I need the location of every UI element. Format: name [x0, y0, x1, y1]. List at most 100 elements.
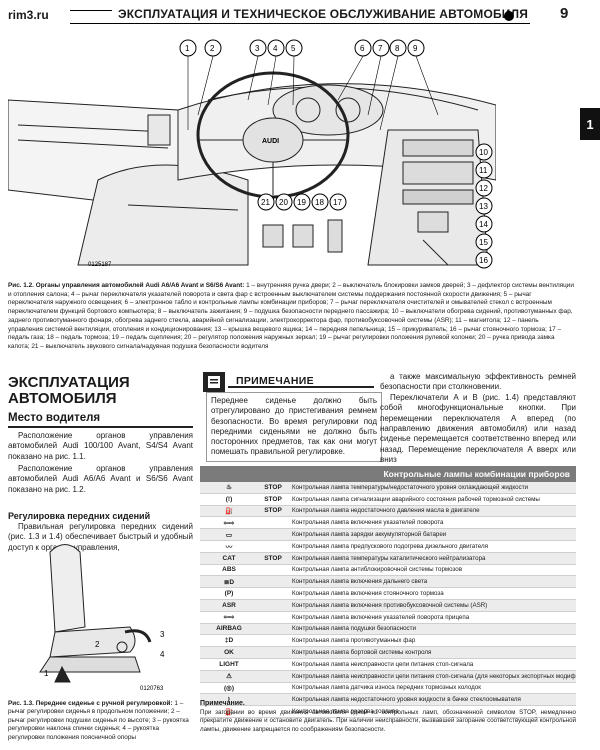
svg-text:18: 18 — [315, 198, 324, 207]
table-row: LIGHT Контрольная лампа неисправности цеп… — [200, 659, 576, 671]
svg-text:12: 12 — [479, 184, 488, 193]
seat-figure-caption: Рис. 1.3. Переднее сиденье с ручной регу… — [8, 700, 193, 742]
lamp-symbol-icon: ABS — [222, 566, 236, 574]
callout-12: 12 — [475, 179, 493, 197]
callout-4: 4 — [267, 39, 285, 106]
lamp-description: Контрольная лампа подушки безопасности — [292, 625, 416, 633]
lamp-symbol-icon: ⌇ — [227, 696, 231, 704]
lamp-description: Контрольная лампа включения противобуксо… — [292, 601, 488, 609]
callout-13: 13 — [475, 197, 493, 215]
seat-figure-caption-title: Рис. 1.3. Переднее сиденье с ручной регу… — [8, 700, 173, 707]
table-row: ⚠Контрольная лампа неисправности цепи пи… — [200, 670, 576, 683]
table-row: (P) Контрольная лампа включения стояночно… — [200, 588, 576, 600]
note-body: Переднее сиденье должно быть отрегулиров… — [206, 392, 382, 462]
right-column-text: а также максимальную эффективность ремне… — [380, 372, 576, 466]
stop-label: STOP — [264, 483, 282, 491]
seat-illustration: 1 2 3 4 0120763 — [39, 544, 165, 692]
lamp-description: Контрольная лампа резерва топлива — [292, 708, 399, 716]
seat-figure-code: 0120763 — [140, 686, 164, 692]
lamp-symbol-icon: 〰 — [225, 544, 233, 552]
lamps-table-title: Контрольные лампы комбинации приборов — [200, 466, 576, 482]
callout-2: 2 — [197, 39, 222, 116]
callout-14: 14 — [475, 215, 493, 233]
svg-text:10: 10 — [479, 148, 488, 157]
stop-label: STOP — [264, 554, 282, 562]
lamp-description: Контрольная лампа температуры каталитиче… — [292, 554, 486, 562]
seat-callout-2: 2 — [95, 640, 100, 649]
lamp-description: Контрольная лампа недостаточного давлени… — [292, 507, 480, 515]
lamp-symbol-icon: ♨ — [226, 484, 232, 492]
table-row: ABS Контрольная лампа антиблокировочной с… — [200, 565, 576, 577]
lamp-description: Контрольная лампа антиблокировочной сист… — [292, 566, 463, 574]
callout-16: 16 — [475, 251, 493, 269]
figure-caption: Рис. 1.2. Органы управления автомобилей … — [8, 282, 574, 352]
paragraph-2: Расположение органов управления автомоби… — [8, 464, 193, 494]
seat-callout-1: 1 — [44, 669, 49, 678]
right-paragraph-1: а также максимальную эффективность ремне… — [380, 372, 576, 392]
callout-11: 11 — [475, 161, 493, 179]
lamp-symbol-icon: (!) — [225, 495, 233, 503]
table-row: (◎) Контрольная лампа датчика износа пере… — [200, 683, 576, 695]
lamp-symbol-icon: ⇦⇨ — [223, 519, 235, 527]
svg-text:21: 21 — [261, 198, 270, 207]
callout-5: 5 — [285, 39, 303, 106]
section-title: ЭКСПЛУАТАЦИЯ АВТОМОБИЛЯ — [8, 374, 130, 407]
svg-text:7: 7 — [378, 44, 383, 53]
lamp-description: Контрольная лампа сигнализации аварийног… — [292, 495, 540, 503]
lamps-table-body: ♨ STOP Контрольная лампа температуры/недос… — [200, 482, 576, 718]
lamp-symbol-icon: (P) — [224, 590, 234, 598]
lamp-description: Контрольная лампа датчика износа передни… — [292, 684, 481, 692]
lamp-symbol-icon: LIGHT — [219, 660, 239, 668]
site-name: rim3.ru — [8, 8, 49, 22]
page-number: 9 — [560, 5, 569, 22]
lamp-symbol-icon: AIRBAG — [216, 625, 242, 633]
lamp-symbol-icon: OK — [224, 649, 234, 657]
footnote-text: При загорании во время движения автомоби… — [200, 709, 576, 733]
seat-callout-3: 3 — [160, 630, 165, 639]
running-header-title: ЭКСПЛУАТАЦИЯ И ТЕХНИЧЕСКОЕ ОБСЛУЖИВАНИЕ … — [112, 7, 535, 21]
note-title: ПРИМЕЧАНИЕ — [236, 375, 314, 387]
callout-3: 3 — [247, 39, 267, 101]
callout-19: 19 — [293, 193, 311, 211]
callout-10: 10 — [475, 143, 493, 161]
svg-text:11: 11 — [479, 166, 488, 175]
warning-lamps-table: Контрольные лампы комбинации приборов ♨ S… — [200, 466, 576, 718]
table-row: ⌇ Контрольная лампа недостаточного уровня… — [200, 694, 576, 707]
header-bullet-icon — [504, 11, 514, 21]
seat-figure-caption-text: 1 – рычаг регулировки сиденья в продольн… — [8, 700, 189, 741]
lamp-description: Контрольная лампа включения дальнего све… — [292, 578, 428, 586]
lamp-symbol-icon: (◎) — [223, 684, 234, 692]
svg-text:20: 20 — [279, 198, 288, 207]
svg-text:15: 15 — [479, 238, 488, 247]
footnote-title: Примечание. — [200, 700, 245, 707]
svg-text:13: 13 — [479, 202, 488, 211]
svg-text:14: 14 — [479, 220, 488, 229]
lamp-symbol-icon: ⛽ — [224, 507, 234, 515]
callout-17: 17 — [329, 193, 347, 211]
section-subtitle: Место водителя — [8, 412, 193, 428]
svg-text:19: 19 — [297, 198, 306, 207]
svg-text:1: 1 — [185, 44, 190, 53]
lamp-symbol-icon: CAT — [222, 554, 236, 562]
note-icon — [203, 372, 225, 392]
svg-text:8: 8 — [395, 44, 400, 53]
svg-text:2: 2 — [210, 44, 215, 53]
lamp-symbol-icon: ⛽ — [224, 708, 234, 716]
svg-text:4: 4 — [273, 44, 278, 53]
table-row: ⛽ Контрольная лампа резерва топлива — [200, 706, 576, 718]
figure-caption-text: 1 – внутренняя ручка двери; 2 – выключат… — [8, 282, 574, 350]
lamp-description: Контрольная лампа недостаточного уровня … — [292, 696, 521, 704]
lamp-description: Контрольная лампа включения указателей п… — [292, 613, 470, 621]
lamp-description: Контрольная лампа неисправности цепи пит… — [292, 660, 474, 668]
lamp-description: Контрольная лампа температуры/недостаточ… — [292, 483, 528, 491]
callout-6: 6 — [337, 39, 372, 101]
callout-20: 20 — [275, 193, 293, 211]
lamp-description: Контрольная лампа включения стояночного … — [292, 590, 444, 598]
lamp-description: Контрольная лампа неисправности цепи пит… — [292, 672, 576, 680]
callout-18: 18 — [311, 193, 329, 211]
steering-wheel-logo: AUDI — [262, 138, 279, 145]
